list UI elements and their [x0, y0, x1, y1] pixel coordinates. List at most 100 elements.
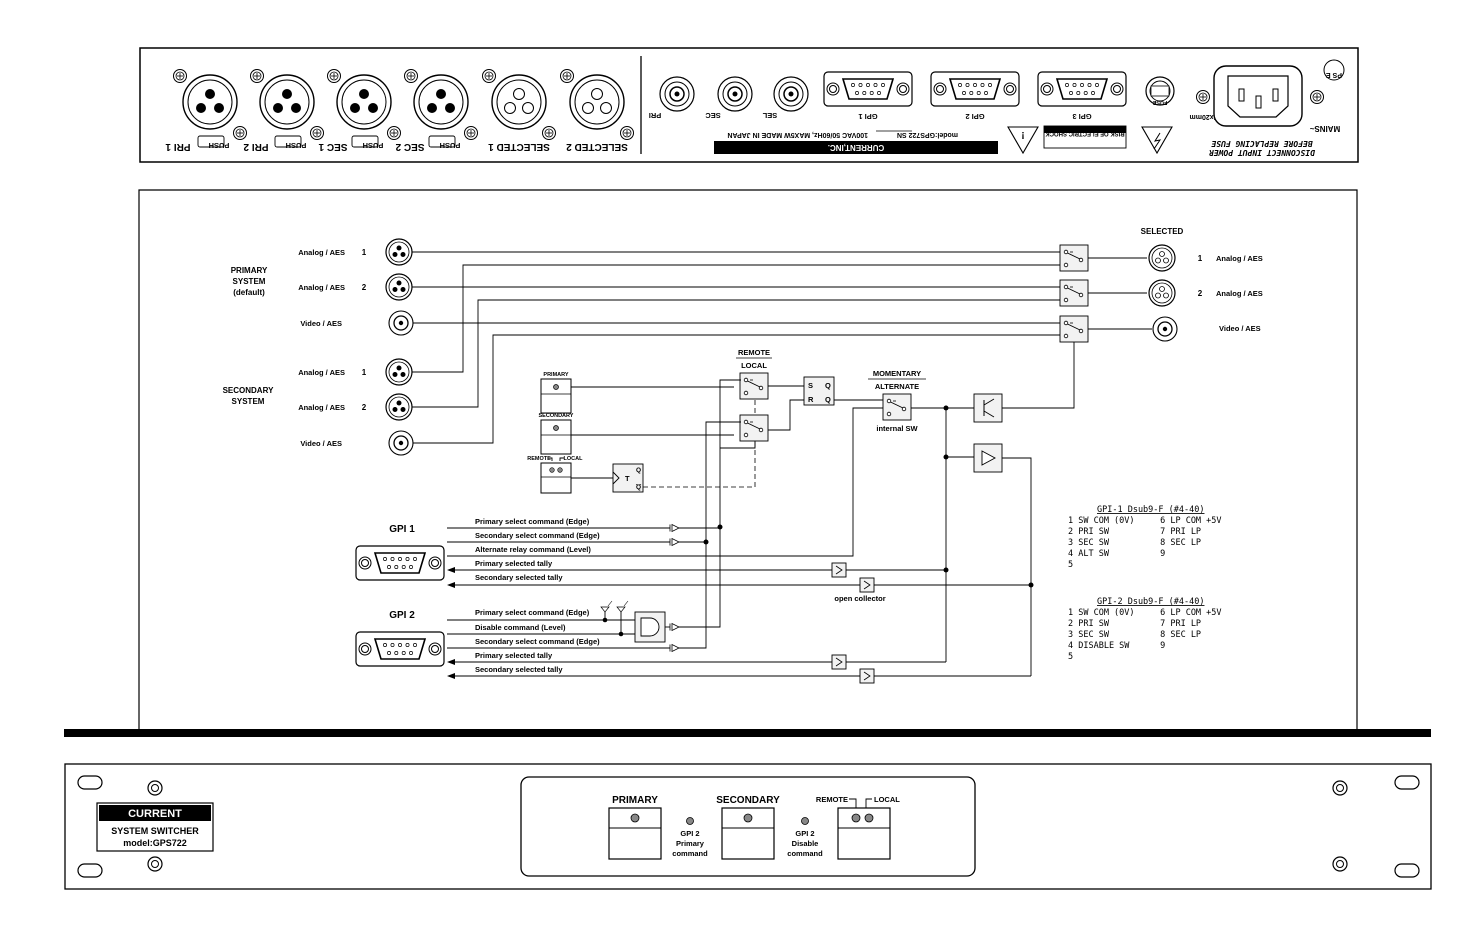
- front-remote-local-button[interactable]: [837, 807, 891, 860]
- input-type-1: Analog / AES: [298, 248, 345, 257]
- local-title: LOCAL: [741, 361, 767, 370]
- output-type-1: Analog / AES: [1216, 254, 1263, 263]
- front-secondary-button[interactable]: [721, 807, 775, 860]
- input-bnc-sec: [388, 430, 414, 456]
- gpi1-tally-buffer-2: [859, 577, 875, 593]
- t-q2: Q: [636, 484, 641, 491]
- sr-flipflop: S R Q Q: [803, 376, 835, 406]
- gpi2-line-2: Disable command (Level): [475, 623, 566, 632]
- pinout1-title: GPI-1 Dsub9-F (#4-40): [1097, 505, 1204, 515]
- remote-title: REMOTE: [738, 348, 770, 357]
- pinout-gpi1: GPI-1 Dsub9-F (#4-40) 1 SW COM (0V) 6 LP…: [1068, 505, 1222, 570]
- rack-slot-tr: [1394, 775, 1420, 790]
- pinout2-title: GPI-2 Dsub9-F (#4-40): [1097, 597, 1204, 607]
- gpi1-title: GPI 1: [389, 524, 415, 535]
- output-bnc: [1152, 316, 1178, 342]
- pinout2-row-3: 3 SEC SW 8 SEC LP: [1068, 630, 1201, 640]
- gpi2-line-5: Secondary selected tally: [475, 665, 563, 674]
- gpi2-tally-buffer-1: [831, 654, 847, 670]
- gpi2-line-3: Secondary select command (Edge): [475, 637, 600, 646]
- input-type-4: Analog / AES: [298, 368, 345, 377]
- push-label-2: PUSH: [286, 141, 307, 150]
- caution-label: ! CAUTION RISK OF ELECTRIC SHOCK DO NOT …: [1007, 124, 1173, 155]
- ps-mark-text: PS E: [1326, 71, 1342, 78]
- primary-label-3: (default): [233, 288, 265, 297]
- warning-line1: DISCONNECT INPUT POWER: [1209, 148, 1316, 157]
- input-number-2: 2: [362, 283, 367, 292]
- and-gate: [634, 611, 666, 643]
- signal-lines: [412, 251, 1152, 444]
- diode-gpi2-and: [669, 623, 680, 631]
- pinout1-row-4: 4 ALT SW 9: [1068, 549, 1165, 559]
- ctrl-remote-local-button: [540, 457, 572, 494]
- led1-line-2: Primary: [676, 839, 705, 848]
- front-primary-button[interactable]: [608, 807, 662, 860]
- led2-line-3: command: [787, 849, 823, 858]
- rear-label-sec2: SEC 2: [395, 141, 424, 152]
- sr-r: R: [808, 395, 814, 404]
- rack-divider: [64, 729, 1431, 737]
- diode-gpi2-sec: [669, 644, 680, 652]
- gpi2-line-1: Primary select command (Edge): [475, 608, 590, 617]
- caution-line1: RISK OF ELECTRIC SHOCK: [1045, 130, 1125, 136]
- front-badge: CURRENT SYSTEM SWITCHER model:GPS722: [96, 802, 214, 852]
- push-label-1: PUSH: [209, 141, 230, 150]
- output-xlr-1: [1148, 244, 1176, 272]
- product-name: SYSTEM SWITCHER: [111, 826, 199, 836]
- pullup-led-symbols: [600, 600, 629, 613]
- rear-label-sec1: SEC 1: [318, 141, 347, 152]
- momentary-title: MOMENTARY: [873, 369, 921, 378]
- front-local-label: LOCAL: [874, 795, 900, 804]
- input-xlr-pri2: [385, 273, 413, 301]
- output-xlr-2: [1148, 279, 1176, 307]
- input-type-6: Video / AES: [300, 439, 342, 448]
- rear-label-selected1: SELECTED 1: [488, 141, 550, 152]
- model-line: model:GPS722 SN: [897, 131, 958, 138]
- gpi1-tally-buffer-1: [831, 562, 847, 578]
- bnc-label-sec: SEC: [705, 111, 721, 120]
- fuse-label: FUSE: [1152, 99, 1167, 105]
- ctrl-secondary-button: [540, 419, 572, 455]
- primary-label-2: SYSTEM: [233, 277, 266, 286]
- input-number-1: 1: [362, 248, 367, 257]
- gpi2-title: GPI 2: [389, 610, 415, 621]
- output-number-1: 1: [1198, 254, 1203, 263]
- primary-label-1: PRIMARY: [231, 266, 268, 275]
- pinout1-row-2: 2 PRI SW 7 PRI LP: [1068, 527, 1201, 537]
- company-name: CURRENT,INC.: [828, 143, 884, 152]
- relay-driver-transistor: [973, 393, 1003, 423]
- caution-exclaim: !: [1021, 129, 1024, 140]
- push-label-4: PUSH: [440, 141, 461, 150]
- rack-slot-bl: [77, 863, 103, 878]
- selected-title: SELECTED: [1141, 227, 1184, 236]
- input-xlr-sec2: [385, 393, 413, 421]
- input-bnc-pri: [388, 310, 414, 336]
- pinout2-row-1: 1 SW COM (0V) 6 LP COM +5V: [1068, 608, 1222, 618]
- pinout1-row-1: 1 SW COM (0V) 6 LP COM +5V: [1068, 516, 1222, 526]
- bnc-label-sel: SEL: [762, 111, 777, 120]
- gpi1-line-1: Primary select command (Edge): [475, 517, 590, 526]
- alternate-title: ALTERNATE: [875, 382, 919, 391]
- led2-line-2: Disable: [792, 839, 819, 848]
- caution-title: CAUTION: [1071, 136, 1098, 142]
- input-number-4: 2: [362, 403, 367, 412]
- sr-s: S: [808, 381, 813, 390]
- input-number-3: 1: [362, 368, 367, 377]
- internal-sw-label: internal SW: [876, 424, 918, 433]
- xlr-pri2: [250, 69, 324, 148]
- mains-label: MAINS~: [1309, 124, 1340, 133]
- pinout2-row-2: 2 PRI SW 7 PRI LP: [1068, 619, 1201, 629]
- rating-label: model:GPS722 SN 100VAC 50/60Hz, MAX5W MA…: [714, 130, 998, 154]
- input-type-2: Analog / AES: [298, 283, 345, 292]
- ps-mark: PS E: [1323, 59, 1345, 81]
- model-name: model:GPS722: [123, 838, 187, 848]
- output-number-2: 2: [1198, 289, 1203, 298]
- pinout-gpi2: GPI-2 Dsub9-F (#4-40) 1 SW COM (0V) 6 LP…: [1068, 597, 1222, 662]
- front-secondary-label: SECONDARY: [716, 795, 780, 806]
- rear-dsub-connectors: [823, 71, 1127, 107]
- diode-gpi1-sec: [669, 538, 680, 546]
- rear-label-selected2: SELECTED 2: [566, 141, 628, 152]
- front-remote-label: REMOTE: [816, 795, 848, 804]
- rear-xlr-connectors: [173, 69, 634, 148]
